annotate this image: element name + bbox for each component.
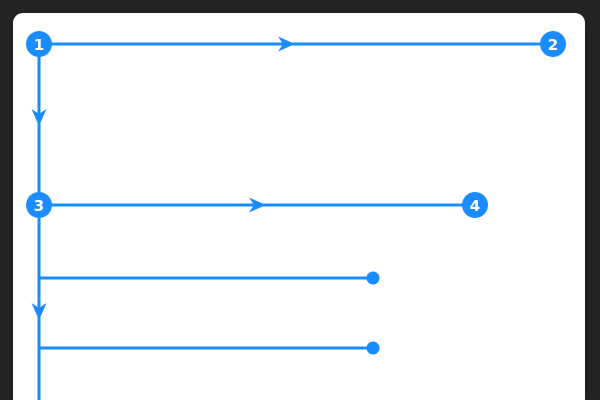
node-2-label: 2 — [548, 36, 558, 54]
edge-1-2-arrowhead-icon — [278, 36, 295, 52]
edge-3-4-arrowhead-icon — [249, 197, 266, 213]
node-4-label: 4 — [470, 197, 480, 215]
edge-1-3-arrowhead-icon — [31, 109, 47, 126]
node-1-label: 1 — [34, 36, 44, 54]
branch-top-endpoint-dot — [366, 271, 380, 285]
node-1 — [26, 31, 52, 57]
node-3 — [26, 192, 52, 218]
node-3-label: 3 — [34, 197, 44, 215]
node-2 — [540, 31, 566, 57]
branch-bottom-endpoint-dot — [366, 341, 380, 355]
node-4 — [462, 192, 488, 218]
edge-3-continue-arrowhead-icon — [31, 303, 47, 320]
